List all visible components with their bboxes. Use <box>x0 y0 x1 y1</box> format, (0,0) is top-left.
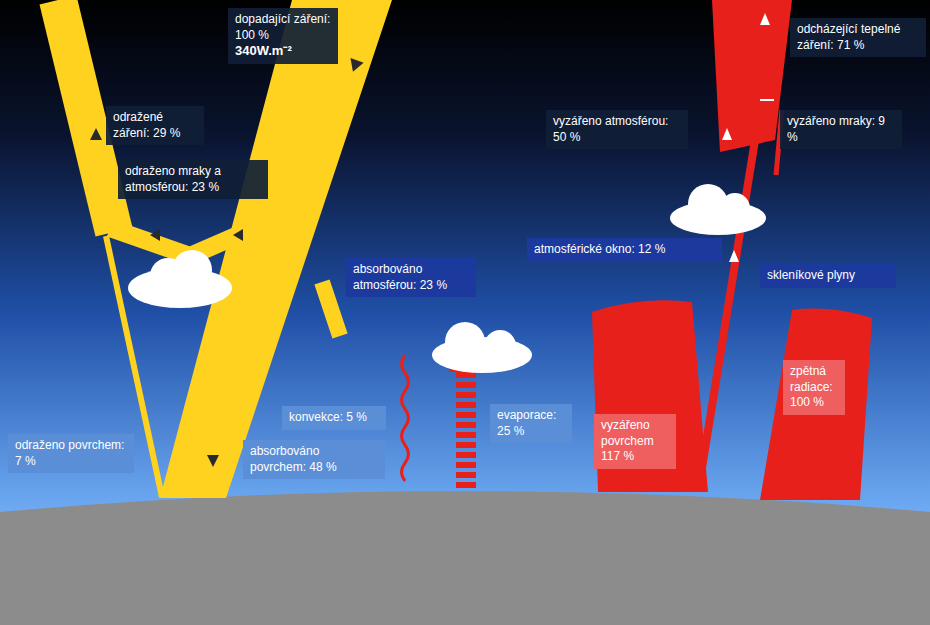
label-text: vyzářeno mraky: 9 % <box>787 114 895 145</box>
label-box: dopadající záření: 100 %340W.m⁻² <box>228 8 338 64</box>
label-text: evaporace: 25 % <box>497 408 565 439</box>
label-text: odraženo povrchem: 7 % <box>15 438 127 469</box>
label-text: zpětná radiace: 100 % <box>790 364 838 411</box>
label-box: odraženo mraky a atmosférou: 23 % <box>118 160 268 199</box>
arrowhead <box>233 229 243 241</box>
label-box: vyzářeno povrchem 117 % <box>594 414 676 469</box>
arrowhead <box>760 13 770 25</box>
surface-emission-band <box>592 300 708 492</box>
atmospheric-window-band <box>700 60 768 480</box>
label-box: absorbováno povrchem: 48 % <box>243 440 385 479</box>
arrowhead <box>729 250 739 262</box>
label-text: absorbováno atmosférou: 23 % <box>353 262 469 293</box>
label-box: absorbováno atmosférou: 23 % <box>346 258 476 297</box>
arrowhead <box>150 229 160 241</box>
label-box: konvekce: 5 % <box>282 406 386 430</box>
cloud <box>670 184 766 235</box>
arrowhead <box>722 128 732 140</box>
label-text: skleníkové plyny <box>767 268 889 284</box>
incoming-band <box>160 0 392 498</box>
label-box: evaporace: 25 % <box>490 404 572 443</box>
cloud <box>128 250 232 308</box>
label-text: 340W.m⁻² <box>235 43 331 60</box>
label-text: vyzářeno atmosférou: 50 % <box>553 114 681 145</box>
label-text: odcházející tepelné záření: 71 % <box>797 22 919 53</box>
arrowhead <box>207 455 219 467</box>
label-box: zpětná radiace: 100 % <box>783 360 845 415</box>
label-text: konvekce: 5 % <box>289 410 379 426</box>
label-box: odražené záření: 29 % <box>106 106 204 145</box>
label-text: odraženo mraky a atmosférou: 23 % <box>125 164 261 195</box>
label-box: vyzářeno mraky: 9 % <box>780 110 902 149</box>
label-box: odraženo povrchem: 7 % <box>8 434 134 473</box>
label-box: skleníkové plyny <box>760 264 896 288</box>
label-box: vyzářeno atmosférou: 50 % <box>546 110 688 149</box>
evaporation-arrow <box>456 372 476 490</box>
label-text: absorbováno povrchem: 48 % <box>250 444 378 475</box>
label-box: odcházející tepelné záření: 71 % <box>790 18 926 57</box>
back-radiation-band <box>760 309 872 500</box>
earth-surface <box>0 491 930 625</box>
cloud <box>432 322 532 373</box>
leader-line <box>760 99 774 101</box>
arrowhead <box>346 58 363 74</box>
label-text: odražené záření: 29 % <box>113 110 197 141</box>
label-text: dopadající záření: 100 % <box>235 12 331 43</box>
label-text: atmosférické okno: 12 % <box>534 242 715 258</box>
convection-wave <box>402 355 409 481</box>
arrowhead <box>90 128 102 140</box>
label-text: vyzářeno povrchem 117 % <box>601 418 669 465</box>
atmosphere-absorption-band <box>322 282 340 336</box>
label-box: atmosférické okno: 12 % <box>527 238 722 262</box>
